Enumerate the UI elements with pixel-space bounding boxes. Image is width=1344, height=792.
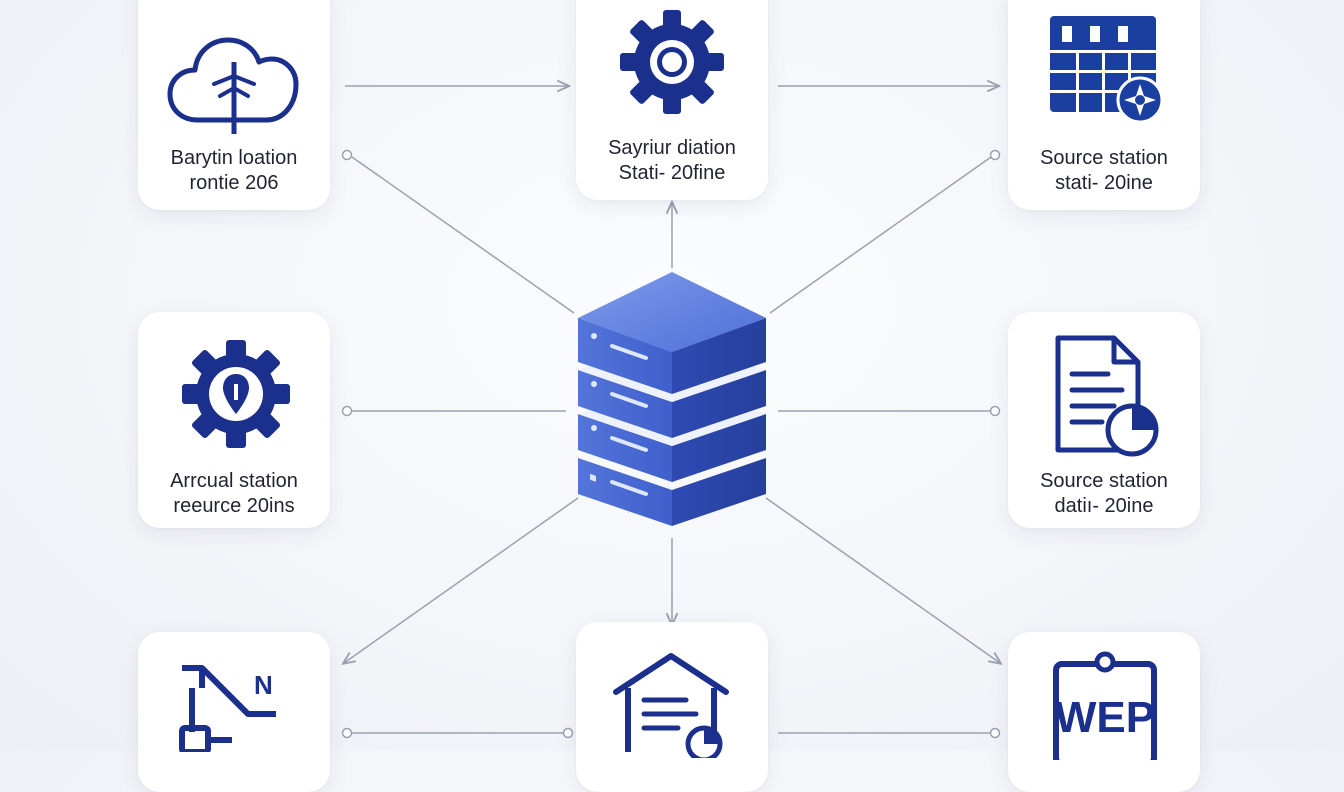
endpoint-dot [341,405,353,417]
node-mark-bottom-left: N [254,670,273,700]
node-label-line2: datiı- 20ine [1054,495,1154,517]
node-label-line2: rontie 206 [189,172,279,194]
node-card-top-center[interactable]: Sayriur diation Stati- 20fine [576,0,768,200]
node-label-top-center: Sayriur diation Stati- 20fine [576,136,768,186]
server-top-face [578,272,766,352]
node-card-top-right[interactable]: Source station stati- 20ine [1008,0,1200,210]
server-hub-diagram: Barytin loation rontie 206 Sayriur d [0,0,1344,760]
node-card-bottom-left[interactable]: N [138,632,330,792]
node-card-middle-right[interactable]: Source station datiı- 20ine [1008,312,1200,528]
connector-top-left-to-hub [351,156,575,314]
cloud-icon [167,37,299,134]
server-slab [578,458,766,526]
endpoint-dot [341,727,353,739]
network-node-icon: N [179,665,276,752]
connectors-layer [0,0,1344,739]
node-label-line2: Stati- 20fine [618,162,726,184]
warehouse-icon [613,653,729,758]
calendar-grid-icon [1050,16,1164,124]
gear-pin-icon [182,340,290,448]
node-label-top-left: Barytin loation rontie 206 [138,146,330,196]
node-label-middle-right: Source station datiı- 20ine [1008,469,1200,519]
node-mark-bottom-right: WEP [1055,693,1155,742]
endpoint-dot [989,405,1001,417]
node-card-middle-left[interactable]: Arrcual station reeurce 20ins [138,312,330,528]
node-label-line1: Source station [1040,470,1168,492]
gear-icon [620,10,724,114]
clipboard-icon: WEP [1053,651,1157,760]
node-label-line1: Barytin loation [170,147,298,169]
node-card-top-left[interactable]: Barytin loation rontie 206 [138,0,330,210]
endpoint-dot [989,149,1001,161]
node-label-middle-left: Arrcual station reeurce 20ins [138,469,330,519]
node-label-line1: Source station [1040,147,1168,169]
connector-hub-to-top-right [769,156,992,314]
node-label-line1: Sayriur diation [608,137,736,159]
document-chart-icon [1055,335,1159,457]
node-card-bottom-center[interactable] [576,622,768,792]
node-label-line2: stati- 20ine [1055,172,1153,194]
endpoint-dot [562,727,574,739]
node-label-top-right: Source station stati- 20ine [1008,146,1200,196]
server-top-right-face [672,318,766,390]
endpoint-dot [989,727,1001,739]
server-top-left-face [578,318,672,390]
node-label-line2: reeurce 20ins [173,495,295,517]
connector-hub-to-bottom-right [765,497,1000,663]
endpoint-dot [341,149,353,161]
node-card-bottom-right[interactable]: WEP [1008,632,1200,792]
server-stack-icon [578,272,766,526]
node-label-line1: Arrcual station [170,470,298,492]
connector-hub-to-bottom-left [344,497,579,663]
